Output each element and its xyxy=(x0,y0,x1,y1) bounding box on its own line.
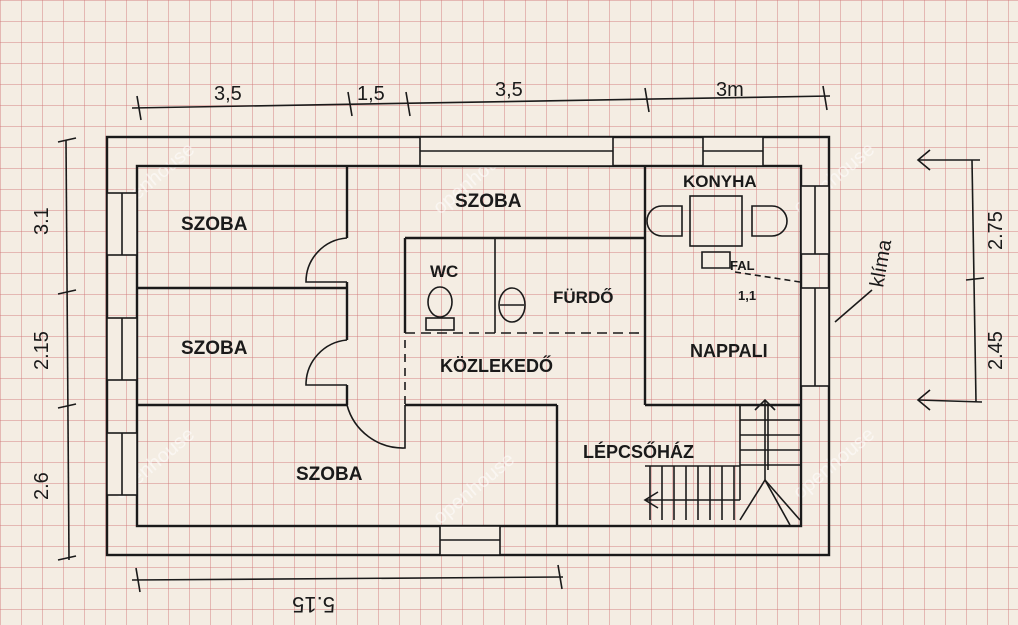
kitchen-table-icon xyxy=(646,195,801,283)
dim-top-2: 1,5 xyxy=(357,83,385,105)
dim-left-1: 3.1 xyxy=(31,207,53,235)
fal-label: FAL xyxy=(730,258,755,273)
room-szoba-top-left: SZOBA xyxy=(181,214,248,235)
dim-right-1: 2.75 xyxy=(985,211,1007,250)
dim-top-3: 3,5 xyxy=(495,79,523,101)
interior-walls xyxy=(137,166,801,526)
doors xyxy=(305,237,406,449)
room-szoba-top-middle: SZOBA xyxy=(455,191,522,212)
dimension-bottom: 5.15 xyxy=(131,564,564,617)
dim-right-2: 2.45 xyxy=(985,331,1007,370)
room-kozlekedo: KÖZLEKEDŐ xyxy=(440,355,553,376)
toilet-icon xyxy=(425,286,455,331)
room-nappali: NAPPALI xyxy=(690,341,768,361)
klima-leader xyxy=(834,289,873,323)
room-wc: WC xyxy=(430,262,458,281)
room-konyha: KONYHA xyxy=(683,172,757,191)
room-lepcsohaz: LÉPCSŐHÁZ xyxy=(583,441,694,462)
dim-top-1: 3,5 xyxy=(214,83,242,105)
watermark: openhouse xyxy=(429,448,519,528)
dim-top-4: 3m xyxy=(716,79,744,101)
dimension-right: 2.75 2.45 xyxy=(916,149,1007,411)
dim-left-3: 2.6 xyxy=(31,472,53,500)
dim-bottom: 5.15 xyxy=(292,592,335,617)
dimension-top: 3,5 1,5 3,5 3m xyxy=(131,79,831,121)
watermark: openhouse xyxy=(789,423,879,503)
room-szoba-bottom: SZOBA xyxy=(296,464,363,485)
dimension-left: 3.1 2.15 2.6 xyxy=(31,137,77,561)
windows xyxy=(106,136,830,556)
sink-icon xyxy=(498,287,526,323)
room-furdo: FÜRDŐ xyxy=(553,288,613,307)
room-szoba-middle-left: SZOBA xyxy=(181,338,248,359)
staircase-icon xyxy=(643,398,801,526)
dim-left-2: 2.15 xyxy=(31,331,53,370)
klima-label: klíma xyxy=(866,237,896,289)
fal-value: 1,1 xyxy=(738,288,756,303)
room-labels: SZOBA SZOBA SZOBA SZOBA KONYHA WC FÜRDŐ … xyxy=(181,172,768,485)
